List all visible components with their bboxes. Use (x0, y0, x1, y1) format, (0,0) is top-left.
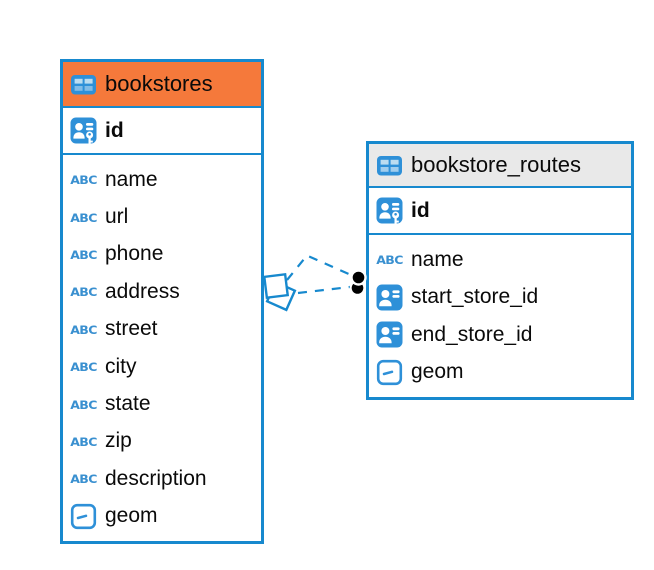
column-row[interactable]: ABC description (63, 460, 261, 497)
column-row[interactable]: ABC name (369, 241, 631, 279)
column-label: id (105, 118, 124, 142)
table-icon (70, 71, 97, 98)
text-abc-icon: ABC (376, 252, 403, 267)
column-row[interactable]: ABC url (63, 198, 261, 235)
column-label: geom (411, 360, 464, 384)
column-row[interactable]: ABC name (63, 161, 261, 198)
table-title: bookstore_routes (411, 152, 581, 177)
foreign-key-icon (376, 284, 403, 311)
text-abc-icon: ABC (70, 247, 97, 262)
column-label: address (105, 279, 180, 303)
primary-key-icon (376, 197, 403, 224)
relation-dot-marker-upper[interactable] (350, 269, 367, 286)
column-row[interactable]: ABC zip (63, 423, 261, 460)
column-label: state (105, 392, 151, 416)
relation-dot-marker-lower[interactable] (349, 280, 366, 296)
column-label: description (105, 466, 207, 490)
column-label: zip (105, 429, 132, 453)
geometry-icon (70, 503, 97, 530)
column-row[interactable]: ABC state (63, 385, 261, 422)
text-abc-icon: ABC (70, 322, 97, 337)
column-label: name (411, 247, 464, 271)
text-abc-icon: ABC (70, 209, 97, 225)
table-bookstore-routes[interactable]: bookstore_routes id ABC (366, 141, 634, 400)
text-abc-icon: ABC (70, 284, 97, 299)
table-title: bookstores (105, 71, 213, 96)
geometry-icon (376, 359, 403, 386)
primary-key-icon (70, 117, 97, 144)
column-label: start_store_id (411, 285, 539, 309)
column-label: name (105, 167, 158, 191)
column-row[interactable]: geom (63, 498, 261, 535)
text-abc-icon: ABC (70, 172, 97, 187)
relationship-line-upper[interactable] (286, 254, 353, 281)
relation-square-marker-back[interactable] (265, 280, 297, 312)
column-row-id[interactable]: id (369, 188, 631, 235)
table-bookstores[interactable]: bookstores id ABC (60, 59, 264, 544)
table-icon (376, 152, 403, 179)
table-bookstore-routes-header[interactable]: bookstore_routes (369, 144, 631, 188)
relation-square-marker-front[interactable] (262, 272, 290, 300)
column-label: phone (105, 242, 164, 266)
column-label: city (105, 354, 137, 378)
column-row[interactable]: ABC address (63, 273, 261, 310)
column-row[interactable]: start_store_id (369, 279, 631, 317)
text-abc-icon: ABC (70, 396, 97, 412)
column-label: geom (105, 504, 158, 528)
column-row[interactable]: ABC street (63, 311, 261, 348)
text-abc-icon: ABC (70, 471, 97, 486)
text-abc-icon: ABC (70, 434, 97, 449)
column-label: end_store_id (411, 322, 533, 346)
column-label: street (105, 317, 158, 341)
column-row-id[interactable]: id (63, 108, 261, 155)
column-row[interactable]: end_store_id (369, 316, 631, 354)
column-row[interactable]: ABC city (63, 348, 261, 385)
column-row[interactable]: ABC phone (63, 236, 261, 273)
foreign-key-icon (376, 321, 403, 348)
column-label: url (105, 205, 129, 229)
column-row[interactable]: geom (369, 354, 631, 392)
relationship-line-lower[interactable] (297, 285, 351, 295)
text-abc-icon: ABC (70, 359, 97, 374)
column-label: id (411, 198, 430, 222)
table-bookstores-header[interactable]: bookstores (63, 62, 261, 108)
